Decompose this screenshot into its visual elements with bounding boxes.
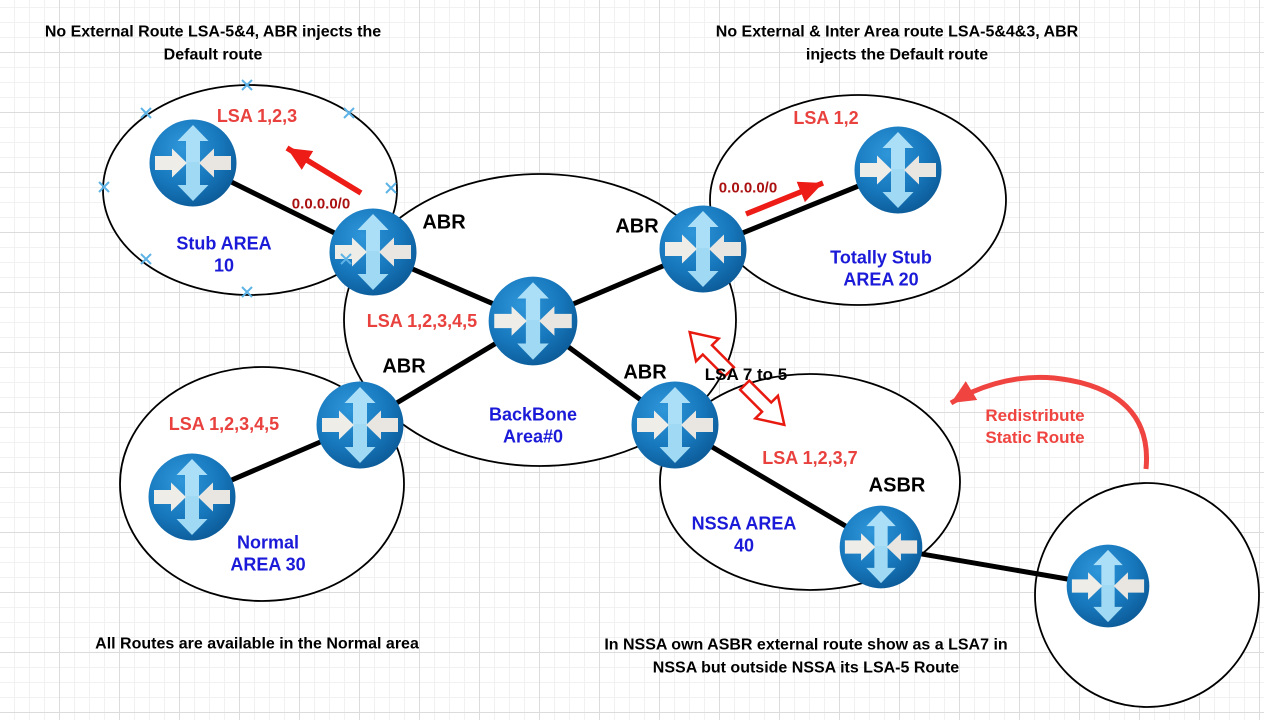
router-icon-normal-internal[interactable]	[148, 453, 236, 541]
note-top-left[interactable]: No External Route LSA-5&4, ABR injects t…	[44, 23, 382, 63]
router-icon-backbone-core[interactable]	[488, 276, 578, 366]
area-label-backbone[interactable]: BackBone Area#0	[488, 404, 578, 446]
backbone-area-ellipse[interactable]	[343, 173, 737, 467]
lsa-label-nssa[interactable]: LSA 1,2,3,7	[762, 448, 858, 469]
redistribute-static-label[interactable]: Redistribute Static Route	[985, 405, 1085, 447]
router-icon-stub-internal[interactable]	[149, 119, 237, 207]
abr-label-stub[interactable]: ABR	[422, 211, 466, 234]
abr-label-normal[interactable]: ABR	[382, 355, 426, 378]
redistribute-static-arrow[interactable]	[949, 374, 1150, 470]
connection-point-x-marks	[98, 79, 397, 298]
router-icon-abr-stub[interactable]	[329, 208, 417, 296]
abr-label-nssa[interactable]: ABR	[623, 361, 667, 384]
router-icon-totally-stub-internal[interactable]	[854, 126, 942, 214]
default-route-label-totally-stub[interactable]: 0.0.0.0/0	[718, 179, 778, 197]
abr-label-totally-stub[interactable]: ABR	[615, 215, 659, 238]
asbr-label[interactable]: ASBR	[868, 474, 926, 497]
lsa-label-backbone[interactable]: LSA 1,2,3,4,5	[366, 311, 478, 332]
router-icon-asbr-nssa[interactable]	[839, 505, 923, 589]
totally-stub-area-ellipse[interactable]	[709, 94, 1007, 306]
normal-area-ellipse[interactable]	[119, 366, 405, 602]
lsa7to5-label[interactable]: LSA 7 to 5	[704, 365, 788, 384]
external-domain-circle[interactable]	[1034, 482, 1260, 708]
router-icon-external[interactable]	[1066, 544, 1150, 628]
lsa-label-normal[interactable]: LSA 1,2,3,4,5	[168, 414, 280, 435]
note-top-right[interactable]: No External & Inter Area route LSA-5&4&3…	[715, 23, 1079, 63]
area-label-totally-stub[interactable]: Totally Stub AREA 20	[830, 247, 932, 289]
default-route-arrow-stub[interactable]	[285, 145, 363, 196]
note-bottom-right[interactable]: In NSSA own ASBR external route show as …	[604, 636, 1008, 676]
lsa-label-totally-stub[interactable]: LSA 1,2	[793, 108, 859, 129]
default-route-label-stub[interactable]: 0.0.0.0/0	[291, 195, 351, 213]
nssa-area-ellipse[interactable]	[659, 373, 961, 591]
router-icon-abr-nssa[interactable]	[631, 381, 719, 469]
note-bottom-left[interactable]: All Routes are available in the Normal a…	[95, 635, 419, 653]
router-icon-abr-totally-stub[interactable]	[659, 205, 747, 293]
router-icon-abr-normal[interactable]	[316, 381, 404, 469]
area-label-normal[interactable]: Normal AREA 30	[230, 532, 306, 574]
lsa-label-stub[interactable]: LSA 1,2,3	[216, 106, 298, 127]
default-route-arrow-totally-stub[interactable]	[744, 180, 825, 217]
area-label-nssa[interactable]: NSSA AREA 40	[691, 513, 797, 555]
area-label-stub[interactable]: Stub AREA 10	[176, 233, 272, 275]
